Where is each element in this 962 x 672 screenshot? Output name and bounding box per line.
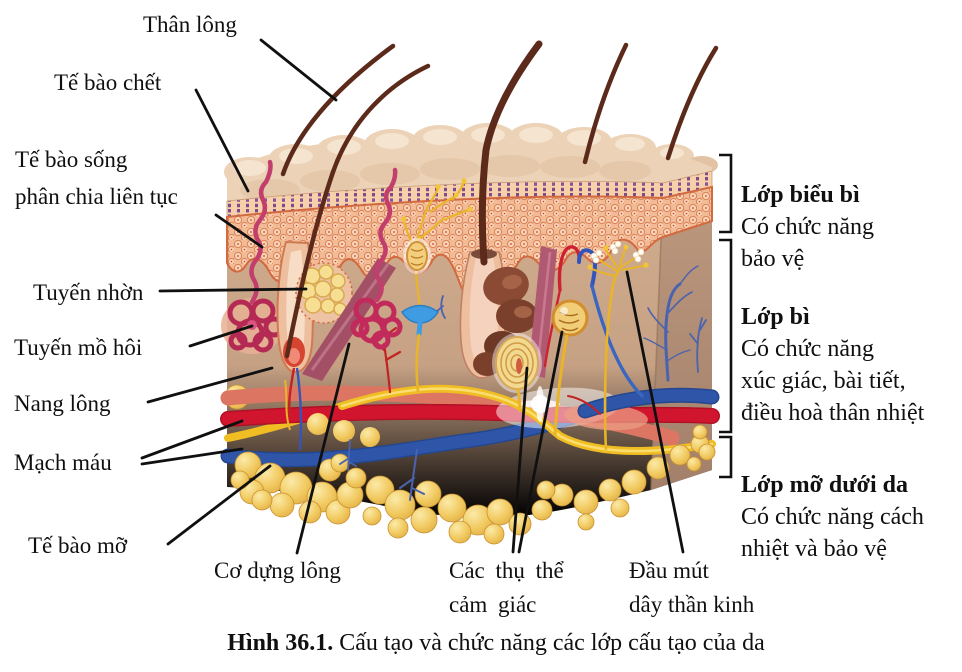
layer-description: Có chức năng xúc giác, bài tiết, điều ho… bbox=[741, 336, 925, 426]
figure-number: Hình 36.1. bbox=[227, 630, 334, 656]
vein-branch-tree bbox=[339, 265, 707, 501]
bracket-dermis bbox=[719, 238, 733, 434]
note-dermis-layer: Lớp bì Có chức năng xúc giác, bài tiết, đ… bbox=[741, 269, 962, 429]
hair-strand bbox=[280, 43, 396, 177]
free-nerve-endings bbox=[587, 240, 649, 451]
label-te-bao-mo: Tế bào mỡ bbox=[28, 533, 128, 558]
nerve-ending-flowers bbox=[590, 240, 645, 264]
label-tuyen-mo-hoi: Tuyến mồ hôi bbox=[14, 335, 143, 360]
hair-strand bbox=[665, 45, 719, 161]
leader-co-dung-long bbox=[295, 342, 351, 555]
figure-title: Cấu tạo và chức năng các lớp cấu tạo của… bbox=[333, 630, 765, 656]
fat-between-vessels bbox=[307, 413, 380, 447]
leader-thu-the-1 bbox=[511, 366, 529, 554]
fat-cells bbox=[230, 424, 716, 545]
dermis-organs bbox=[221, 159, 649, 451]
figure-caption: Hình 36.1. Cấu tạo và chức năng các lớp … bbox=[30, 630, 962, 657]
leader-dau-mut bbox=[625, 270, 685, 554]
arrector-pili-muscle bbox=[302, 258, 396, 381]
label-co-dung-long: Cơ dựng lông bbox=[214, 558, 341, 583]
leader-thu-the-2 bbox=[517, 330, 564, 554]
nerve-fiber bbox=[284, 379, 291, 431]
leader-tuyen-mo-hoi bbox=[188, 324, 254, 348]
layer-description: Có chức năng bảo vệ bbox=[741, 214, 874, 272]
sebaceous-gland bbox=[295, 262, 353, 324]
hair-strand-thick bbox=[478, 40, 543, 266]
leader-lines bbox=[140, 38, 685, 555]
label-te-bao-song: Tế bào sống phân chia liên tục bbox=[15, 147, 178, 209]
label-dau-mut: Đầu mút dây thần kinh bbox=[629, 558, 755, 617]
layer-description: Có chức năng cách nhiệt và bảo vệ bbox=[741, 504, 924, 562]
label-cac-thu-the: Các thụ thể cảm giác bbox=[449, 558, 564, 617]
leader-te-bao-song bbox=[214, 213, 264, 249]
label-mach-mau: Mạch máu bbox=[14, 450, 112, 475]
hair-strand bbox=[284, 63, 431, 359]
label-te-bao-chet: Tế bào chết bbox=[54, 70, 162, 95]
hair-strands bbox=[280, 40, 719, 359]
sweat-duct bbox=[374, 167, 398, 303]
layer-name: Lớp mỡ dưới da bbox=[741, 472, 908, 498]
deep-vessel-bands bbox=[220, 384, 720, 468]
leader-mach-mau-2 bbox=[140, 447, 244, 466]
sweat-duct bbox=[249, 159, 273, 305]
ruffini-ball-receptor bbox=[551, 299, 589, 437]
arrector-pili-muscle bbox=[528, 246, 557, 378]
layer-brackets bbox=[719, 153, 733, 479]
bracket-hypodermis bbox=[719, 435, 733, 479]
layer-name: Lớp biểu bì bbox=[741, 182, 860, 208]
note-hypodermis-layer: Lớp mỡ dưới da Có chức năng cách nhiệt và… bbox=[741, 437, 962, 565]
sweat-gland-coil bbox=[350, 297, 403, 350]
hair-strand bbox=[582, 42, 629, 165]
note-epidermis-layer: Lớp biểu bì Có chức năng bảo vệ bbox=[741, 147, 962, 275]
label-nang-long: Nang lông bbox=[14, 391, 111, 416]
label-tuyen-nhon: Tuyến nhờn bbox=[33, 280, 144, 305]
leader-nang-long bbox=[146, 366, 274, 404]
leader-mach-mau-1 bbox=[140, 419, 244, 460]
light-glow bbox=[520, 386, 560, 422]
meissner-corpuscle bbox=[401, 178, 473, 307]
krause-bulb-receptor bbox=[400, 304, 440, 393]
leader-tuyen-nhon bbox=[158, 287, 308, 293]
label-than-long: Thân lông bbox=[143, 12, 237, 37]
leader-te-bao-mo bbox=[166, 464, 272, 546]
leader-te-bao-chet bbox=[194, 88, 250, 193]
skin-surface-bumps bbox=[224, 123, 718, 204]
large-hair-follicle bbox=[459, 249, 538, 379]
layer-name: Lớp bì bbox=[741, 304, 810, 330]
capillary-loop bbox=[543, 245, 644, 398]
bracket-epidermis bbox=[719, 153, 733, 234]
leader-than-long bbox=[259, 38, 338, 102]
